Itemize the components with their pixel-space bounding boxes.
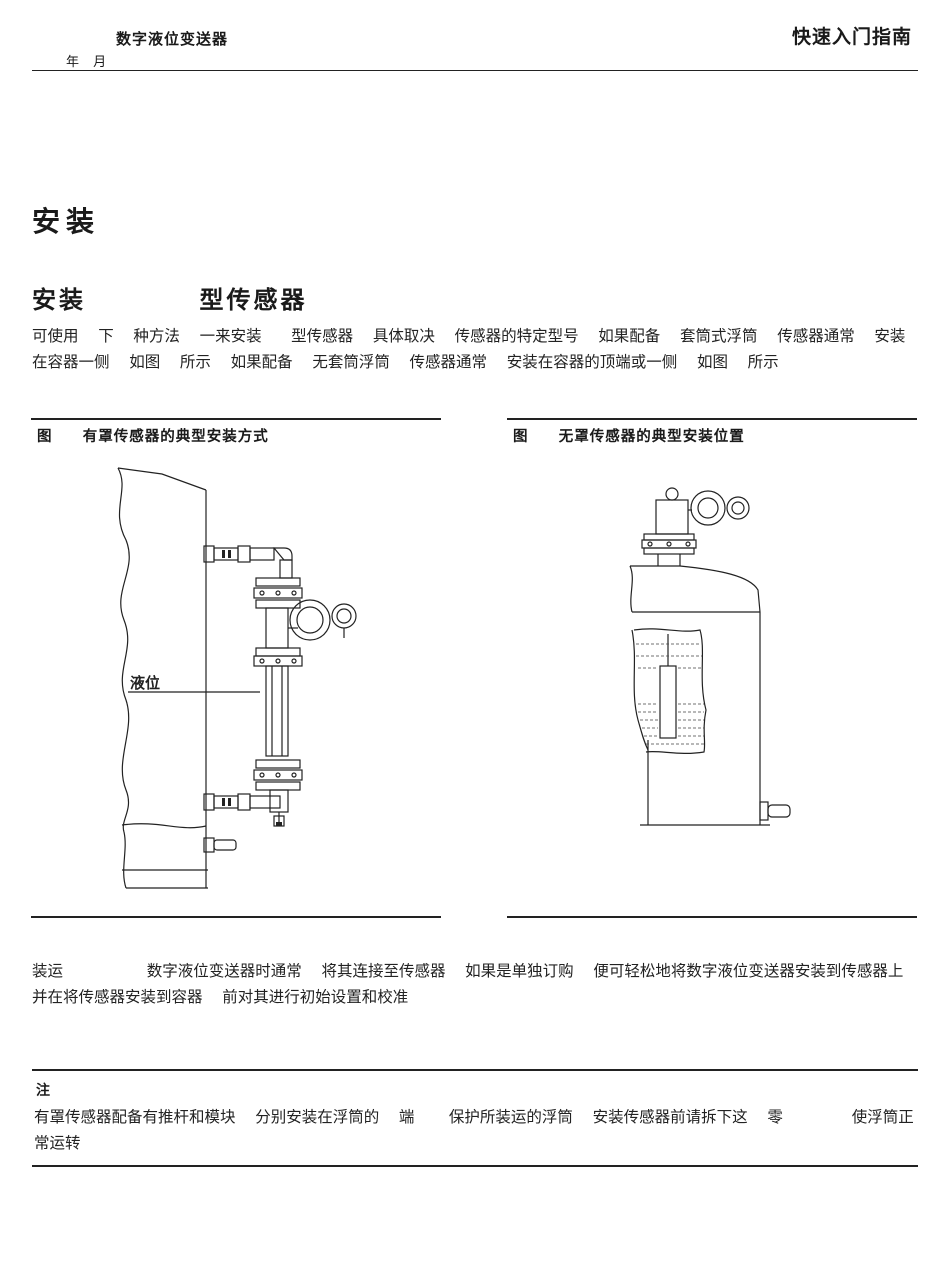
note-top-rule [32,1069,918,1071]
header-product-name: 数字液位变送器 [116,30,229,48]
figure2-caption: 图 无罩传感器的典型安装位置 [513,429,745,445]
figure2-bottom-rule [507,916,917,918]
note-text: 有罩传感器配备有推杆和模块 分别安装在浮筒的 端 保护所装运的浮筒 安装传感器前… [34,1108,914,1152]
figure1-top-rule [31,418,441,420]
shipping-paragraph: 装运 数字液位变送器时通常 将其连接至传感器 如果是单独订购 便可轻松地将数字液… [32,962,924,1006]
note-title: 注 [36,1083,50,1099]
intro-paragraph: 可使用 下 种方法 一来安装 型传感器 具体取决 传感器的特定型号 如果配备 套… [32,327,906,371]
figure1-level-label: 液位 [130,674,160,692]
figure1-caption: 图 有罩传感器的典型安装方式 [37,429,269,445]
figure2-top-rule [507,418,917,420]
figure1-caged-sensor-drawing: 液位 [117,467,357,889]
figure1-bottom-rule [31,916,441,918]
note-bottom-rule [32,1165,918,1167]
header-guide-title: 快速入门指南 [791,26,912,48]
header-date: 年 月 [66,55,107,70]
header-rule [32,70,918,71]
section-title: 安装 [32,205,101,238]
section-subtitle: 安装 型传感器 [32,286,308,314]
figure2-uncaged-sensor-drawing [629,487,791,826]
